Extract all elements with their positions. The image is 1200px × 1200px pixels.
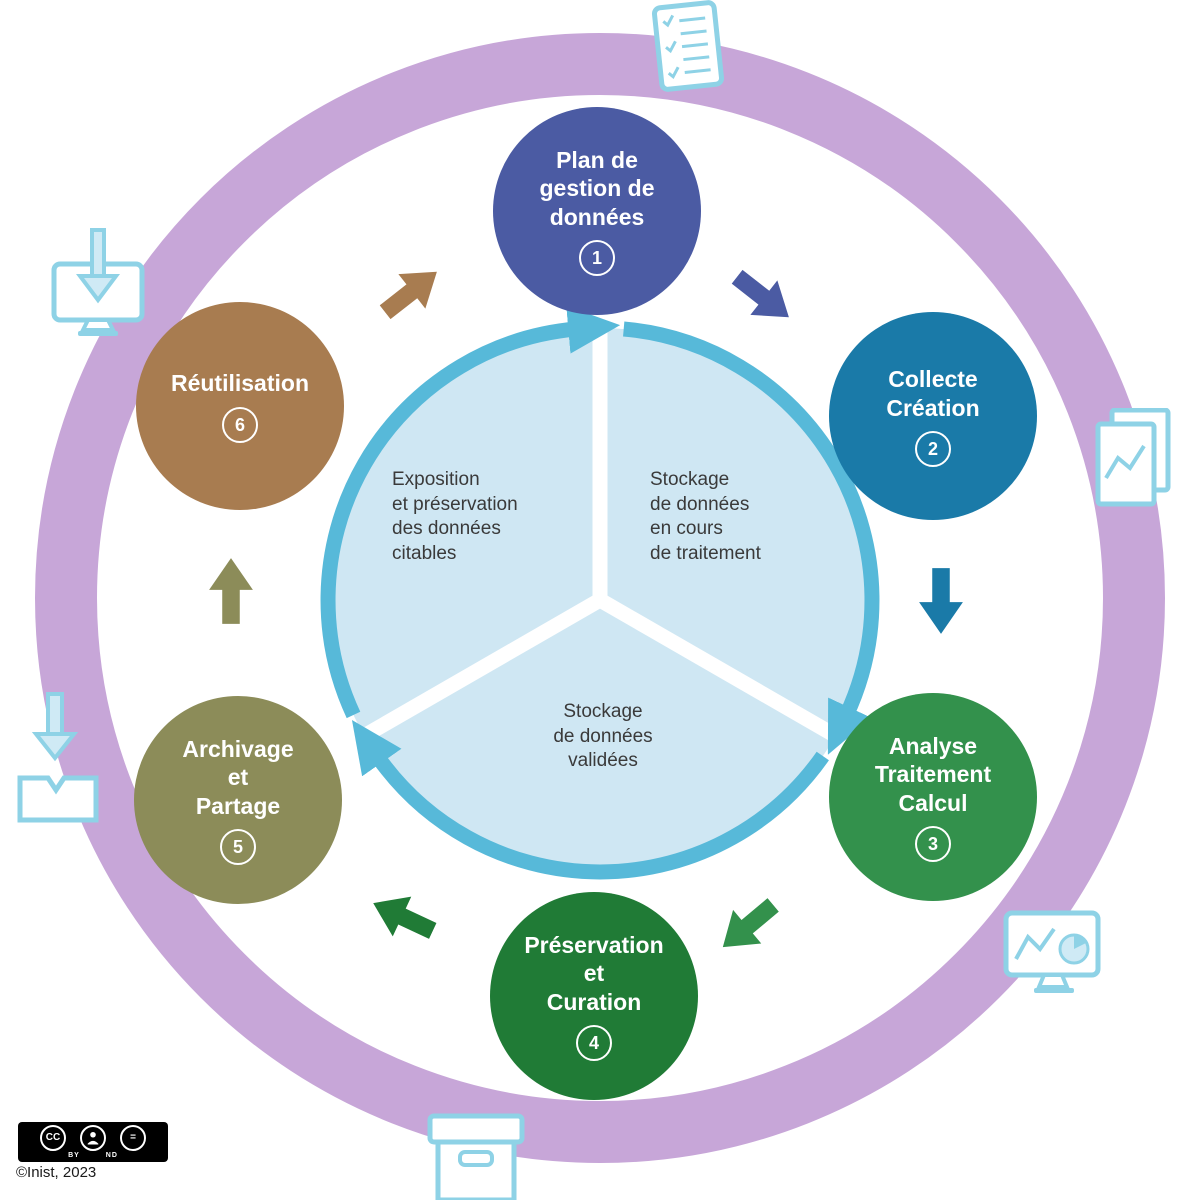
flow-arrow-analyse-to-preservation	[722, 898, 779, 948]
cycle-arc	[623, 321, 880, 755]
monitor-download-icon	[51, 228, 145, 336]
inbox-download-icon	[17, 692, 99, 823]
stage-preservation-curation: Préservation et Curation 4	[490, 892, 698, 1100]
stage-number-badge: 6	[222, 406, 258, 443]
flow-arrow-archivage-to-reutilisation	[209, 558, 253, 624]
archive-box-icon	[427, 1113, 525, 1200]
stage-reutilisation: Réutilisation 6	[136, 302, 344, 510]
stage-label: Analyse Traitement Calcul	[874, 733, 992, 816]
stage-number-badge: 1	[579, 239, 615, 276]
monitor-stats-icon	[1003, 910, 1101, 993]
sector-label-stockage-validees: Stockage de données validées	[553, 701, 653, 772]
checklist-icon	[651, 0, 725, 92]
cc-nd-equals-icon: =	[120, 1125, 146, 1151]
stage-label: Plan de gestion de données	[539, 147, 655, 230]
flow-arrow-plan-to-collecte	[731, 269, 789, 318]
stage-number-badge: 3	[915, 825, 951, 862]
cycle-arc	[351, 719, 829, 880]
stage-label: Réutilisation	[170, 370, 309, 397]
flow-arrow-reutilisation-to-plan	[379, 271, 437, 320]
cc-license-badge: CC = BY ND	[18, 1122, 168, 1162]
sector-label-exposition: Exposition et préservation des données c…	[392, 469, 518, 565]
cc-by-person-icon	[80, 1125, 106, 1151]
stage-number-badge: 5	[220, 828, 256, 865]
center-wheel	[320, 305, 880, 880]
sector-divider	[360, 593, 604, 743]
cycle-arc	[320, 305, 621, 719]
stage-number-badge: 2	[915, 430, 951, 467]
cc-nd-label: ND	[105, 1152, 118, 1159]
stage-label: Collecte Création	[886, 366, 980, 421]
stage-archivage-partage: Archivage et Partage 5	[134, 696, 342, 904]
cc-by-label: BY	[68, 1152, 80, 1159]
stage-label: Préservation et Curation	[524, 932, 664, 1015]
stage-collecte-creation: Collecte Création 2	[829, 312, 1037, 520]
flow-arrow-preservation-to-archivage	[373, 896, 437, 939]
documents-chart-icon	[1095, 408, 1171, 507]
stage-plan-gestion-donnees: Plan de gestion de données 1	[493, 107, 701, 315]
flow-arrow-collecte-to-analyse	[919, 568, 963, 634]
sector-divider	[596, 593, 840, 743]
stage-label: Archivage et Partage	[182, 736, 294, 819]
credit-text: ©Inist, 2023	[16, 1164, 97, 1181]
sector-label-stockage-en-cours: Stockage de données en cours de traiteme…	[650, 469, 761, 565]
stage-number-badge: 4	[576, 1024, 612, 1061]
cc-logo: CC	[40, 1125, 66, 1151]
stage-analyse-traitement-calcul: Analyse Traitement Calcul 3	[829, 693, 1037, 901]
